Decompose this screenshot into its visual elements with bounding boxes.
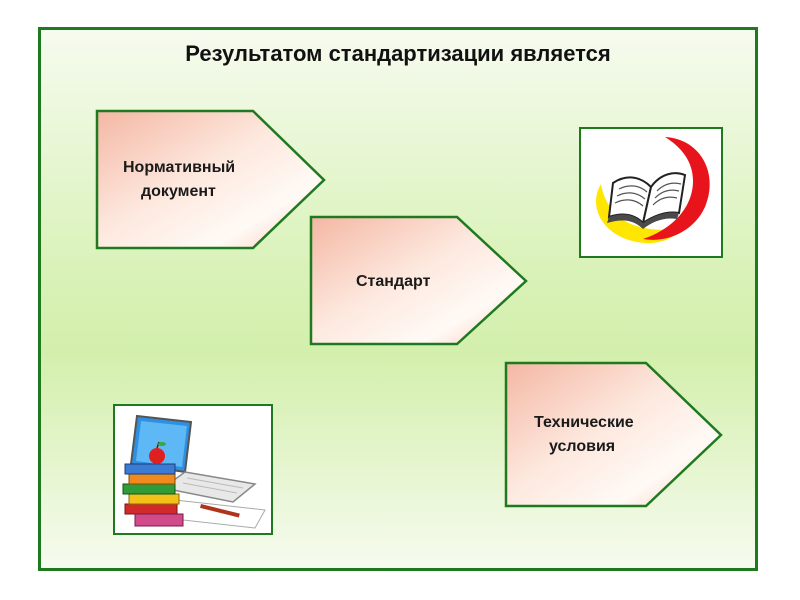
arrow-label: Стандарт bbox=[356, 273, 431, 290]
arrow-label-line1: Технические bbox=[534, 414, 634, 431]
arrow-label-line2: документ bbox=[141, 183, 216, 200]
slide-title: Результатом стандартизации является bbox=[185, 41, 611, 66]
arrow-label-line2: условия bbox=[549, 438, 616, 455]
arrow-normative-document: Нормативный документ bbox=[95, 109, 327, 251]
picture-laptop-books bbox=[113, 404, 273, 535]
open-book-logo-icon bbox=[596, 137, 710, 244]
arrow-technical-conditions: Технические условия bbox=[504, 361, 724, 509]
arrow-label-line1: Нормативный bbox=[123, 159, 236, 176]
laptop-books-icon bbox=[122, 414, 266, 529]
picture-book-logo bbox=[579, 127, 723, 258]
arrow-standard: Стандарт bbox=[309, 215, 529, 347]
